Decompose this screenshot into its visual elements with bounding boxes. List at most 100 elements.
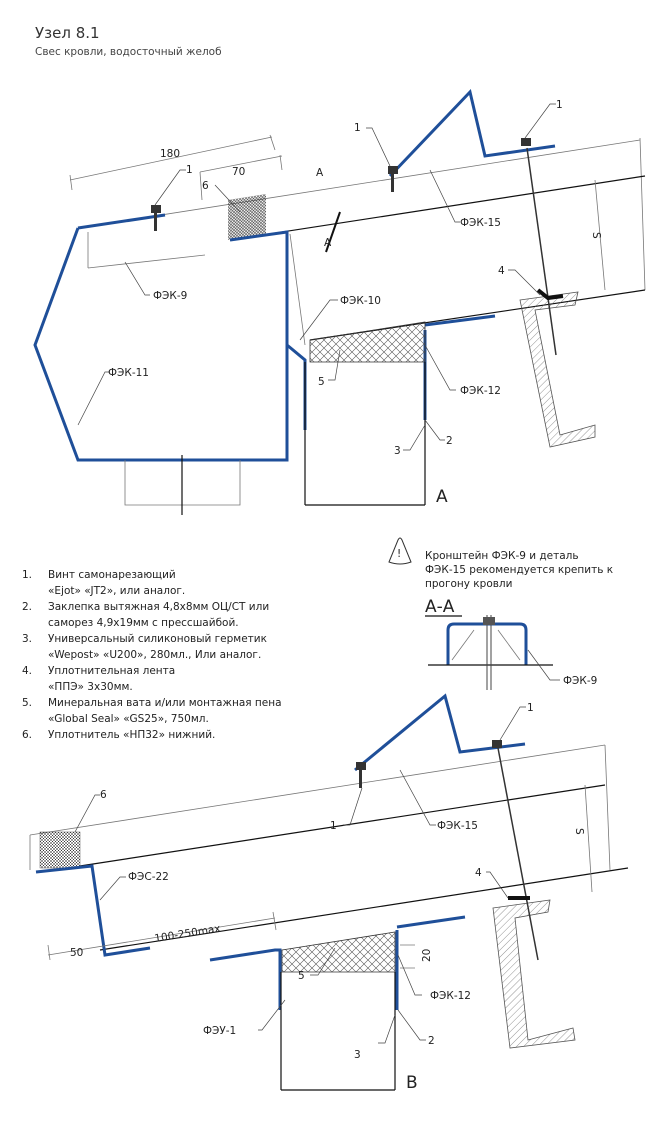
dim-100-250max: 100-250max: [154, 923, 222, 945]
feu1-profile: [209, 948, 282, 1010]
legend-item: 1. Винт самонарезающий «Ejot» «JT2», или а…: [22, 567, 282, 599]
callout-4: 4: [475, 867, 482, 879]
callout-1: 1: [186, 164, 193, 176]
callout-feu1: ФЭУ-1: [203, 1025, 236, 1037]
panel-lines: [79, 784, 629, 951]
callout-4: 4: [498, 265, 505, 277]
screw-icon: [356, 762, 366, 788]
screw-icon: [483, 617, 495, 625]
legend-text: «Wepost» «U200», 280мл., Или аналог.: [48, 649, 262, 661]
warning-note: Кронштейн ФЭК-9 и деталь ФЭК-15 рекоменд…: [425, 549, 613, 591]
panel-lines: [229, 175, 646, 341]
purlin: [492, 899, 576, 1049]
section-cut-line: [325, 211, 341, 253]
fek9-profile: [77, 213, 166, 230]
fek15-profile: [388, 88, 556, 178]
long-screw: [526, 147, 557, 356]
legend-text: Уплотнитель «НП32» нижний.: [48, 729, 216, 741]
page-subtitle: Свес кровли, водосточный желоб: [35, 46, 222, 58]
callout-1: 1: [556, 99, 563, 111]
legend-num: 2.: [22, 601, 33, 613]
note-line: Кронштейн ФЭК-9 и деталь: [425, 550, 579, 562]
legend-text: «Ejot» «JT2», или аналог.: [48, 585, 186, 597]
legend-item: 5. Минеральная вата и/или монтажная пена «…: [22, 695, 282, 727]
wall: [280, 972, 396, 1091]
legend-text: Винт самонарезающий: [48, 569, 176, 581]
long-screw: [497, 747, 539, 961]
seal-6: [228, 194, 266, 240]
callout-5: 5: [318, 376, 325, 388]
legend-num: 6.: [22, 729, 33, 741]
cut-mark-bottom: А: [324, 237, 332, 249]
legend-text: Заклепка вытяжная 4,8х8мм ОЦ/СТ или: [48, 601, 270, 613]
panel-edge: [87, 232, 306, 346]
seal-tape-4: [536, 288, 564, 301]
view-label-a: А: [436, 487, 448, 507]
callout-fek9: ФЭК-9: [153, 290, 187, 302]
callout-1: 1: [527, 702, 534, 714]
dimension-lines: [69, 134, 283, 201]
legend-text: Минеральная вата и/или монтажная пена: [48, 697, 282, 709]
dim-20: 20: [421, 949, 433, 962]
callout-6: 6: [100, 789, 107, 801]
dimension-s: [584, 784, 593, 893]
dimension-lines: [47, 911, 415, 969]
legend-text: Универсальный силиконовый герметик: [48, 633, 267, 645]
page-title: Узел 8.1: [35, 24, 100, 42]
screw-icon: [388, 166, 398, 192]
dim-s: S: [573, 828, 585, 835]
callout-3: 3: [354, 1049, 361, 1061]
callout-2: 2: [428, 1035, 435, 1047]
legend-num: 5.: [22, 697, 33, 709]
panel-outline: [29, 744, 611, 871]
legend-num: 1.: [22, 569, 33, 581]
purlin: [519, 291, 596, 448]
warning-mark: !: [397, 548, 401, 560]
callout-1: 1: [330, 820, 337, 832]
callout-fes22: ФЭС-22: [128, 871, 169, 883]
callout-fek15: ФЭК-15: [437, 820, 478, 832]
section-a-a: ! А-А ФЭК-9: [388, 537, 597, 690]
legend-num: 3.: [22, 633, 33, 645]
legend-text: «Global Seal» «GS25», 750мл.: [48, 713, 209, 725]
wall: [304, 362, 426, 506]
view-label-b: В: [406, 1073, 418, 1093]
legend-text: саморез 4,9х19мм с прессшайбой.: [48, 617, 239, 629]
legend-item: 6. Уплотнитель «НП32» нижний.: [22, 727, 282, 743]
screw-icon: [151, 205, 161, 231]
screw-icon: [492, 740, 502, 748]
callout-fek10: ФЭК-10: [340, 295, 381, 307]
section-callout-fek9: ФЭК-9: [563, 675, 597, 687]
legend-list: 1. Винт самонарезающий «Ejot» «JT2», или а…: [22, 567, 282, 743]
dim-180: 180: [160, 148, 180, 160]
fek10-profile: [286, 343, 307, 430]
diagram-b: 50 100-250max 20 S 6 1 1 ФЭК-15 ФЭС-22 Ф…: [29, 693, 629, 1093]
legend-item: 2. Заклепка вытяжная 4,8х8мм ОЦ/СТ или сам…: [22, 599, 282, 631]
seal-6: [39, 831, 81, 869]
fes22-profile: [35, 864, 151, 957]
legend-item: 3. Универсальный силиконовый герметик «Wep…: [22, 631, 282, 663]
callout-fek11: ФЭК-11: [108, 367, 149, 379]
dimension-s: [594, 179, 606, 291]
legend-text: «ППЭ» 3х30мм.: [48, 681, 133, 693]
legend-text: Уплотнительная лента: [48, 665, 176, 677]
legend-num: 4.: [22, 665, 33, 677]
callout-fek12: ФЭК-12: [430, 990, 471, 1002]
callout-2: 2: [446, 435, 453, 447]
insulation-5: [281, 931, 396, 973]
legend-item: 4. Уплотнительная лента «ППЭ» 3х30мм.: [22, 663, 282, 695]
callout-1: 1: [354, 122, 361, 134]
dim-70: 70: [232, 166, 245, 178]
callout-fek15: ФЭК-15: [460, 217, 501, 229]
callout-5: 5: [298, 970, 305, 982]
dim-50: 50: [70, 947, 83, 959]
section-title: А-А: [425, 597, 455, 617]
fek12-profile: [423, 314, 496, 420]
cut-mark-top: А: [316, 167, 324, 179]
dim-s: S: [590, 232, 602, 239]
callout-fek12: ФЭК-12: [460, 385, 501, 397]
warning-icon: [388, 537, 412, 565]
panel-outline: [77, 137, 646, 291]
note-line: ФЭК-15 рекомендуется крепить к: [425, 564, 614, 576]
